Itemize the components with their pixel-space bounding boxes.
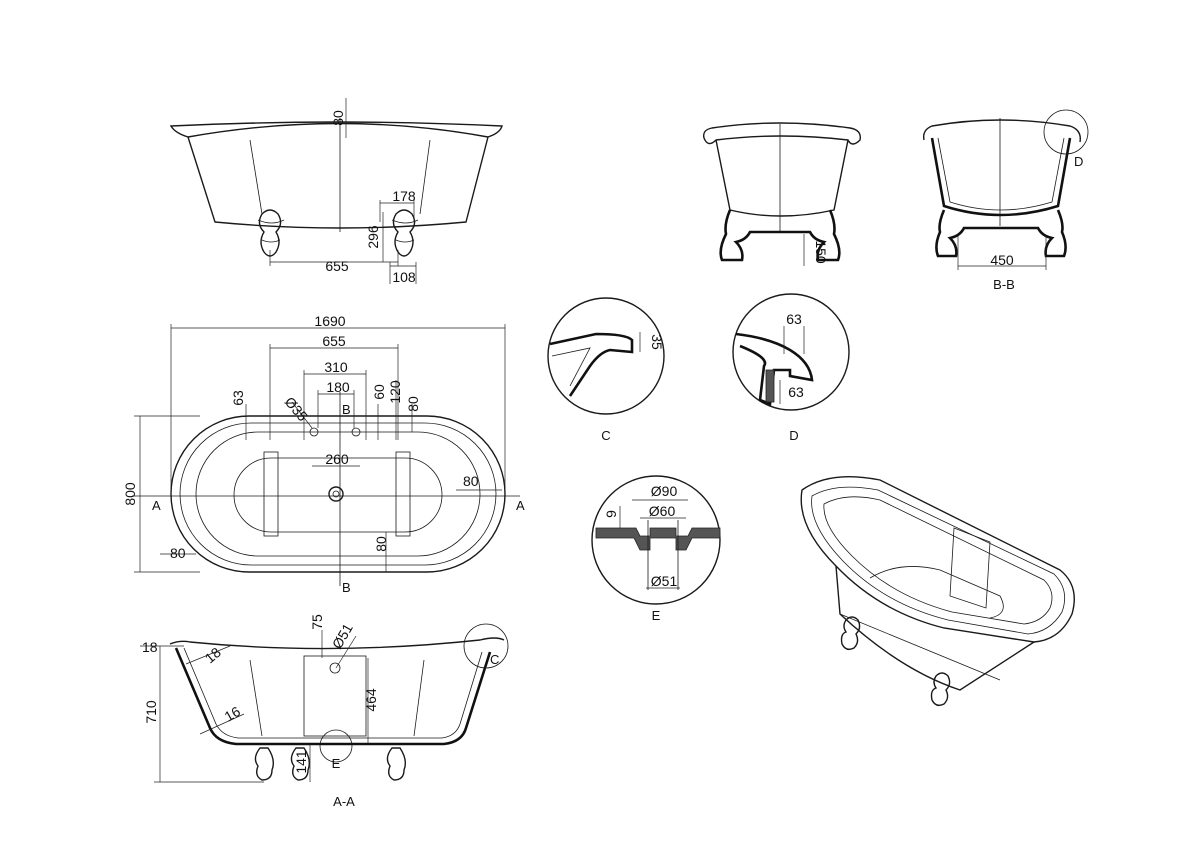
dim-detail-c-35: 35 [649,334,665,350]
dim-bb-feet-width: 450 [990,252,1014,268]
dim-rim-height: 80 [330,110,346,126]
dim-foot-height: 296 [365,225,381,249]
plan-section-mark-b-top: B [342,402,351,417]
side-elevation-view: 80 178 296 655 108 [169,98,503,285]
dim-foot-width: 178 [392,188,416,204]
dim-plan-rim-80-right: 80 [463,473,479,489]
dim-plan-rim-80-left: 80 [170,545,186,561]
detail-d-label: D [789,428,798,443]
detail-c-marker: C [490,652,499,667]
detail-e-label: E [652,608,661,623]
dim-plan-inner-260: 260 [325,451,349,467]
section-aa-view: C E 18 18 16 710 75 Ø51 464 141 A-A [140,614,509,809]
dim-detail-e-d51: Ø51 [651,573,678,589]
dim-plan-panel-width: 655 [322,333,346,349]
section-bb-label: B-B [993,277,1015,292]
dim-plan-tap-span: 310 [324,359,348,375]
dim-aa-foot-141: 141 [293,750,309,774]
dim-plan-offset-60: 60 [371,384,387,400]
detail-d-view: 63 63 D [732,293,850,443]
section-aa-label: A-A [333,794,355,809]
dim-aa-overflow-d51: Ø51 [329,620,356,651]
right-claw-foot [391,209,419,257]
dim-detail-d-bottom-63: 63 [788,384,804,400]
dim-detail-d-top-63: 63 [786,311,802,327]
plan-view: 1690 655 310 180 Ø35 B 60 120 80 63 260 … [122,313,525,595]
dim-plan-rim-63: 63 [230,390,246,406]
perspective-foot-left [840,616,861,651]
detail-e-view: Ø90 Ø60 9 Ø51 E [591,475,721,623]
dim-aa-overflow-464: 464 [363,688,379,712]
dim-aa-height-710: 710 [143,700,159,724]
section-bb-view: D 450 B-B [922,109,1089,292]
dim-aa-wall-18: 18 [202,644,224,666]
dim-aa-wall-16: 16 [222,703,244,725]
end-elevation-view: 150 [702,122,861,266]
dim-plan-width: 800 [122,482,138,506]
dim-plan-tap-holes: 180 [326,379,350,395]
plan-section-mark-a-left: A [152,498,161,513]
dim-aa-rim-18: 18 [142,639,158,655]
dim-detail-e-d90: Ø90 [651,483,678,499]
detail-e-marker: E [332,756,341,771]
dim-plan-hole-diameter: Ø35 [282,394,311,425]
dim-plan-rim-80-bottom: 80 [373,536,389,552]
dim-plan-offset-120: 120 [387,380,403,404]
dim-plan-rim-80-top: 80 [405,396,421,412]
dim-end-foot-height: 150 [813,240,829,264]
detail-c-view: 35 C [547,297,665,443]
dim-plan-length: 1690 [314,313,345,329]
plan-section-mark-a-right: A [516,498,525,513]
plan-section-mark-b-bottom: B [342,580,351,595]
dim-detail-e-d60: Ø60 [649,503,676,519]
perspective-view [800,476,1075,707]
detail-d-marker: D [1074,154,1083,169]
left-claw-foot [257,209,285,257]
dim-detail-e-depth-9: 9 [603,510,619,518]
detail-c-label: C [601,428,610,443]
dim-foot-depth: 108 [392,269,416,285]
perspective-foot-right [930,672,951,707]
dim-aa-offset-75: 75 [309,614,325,630]
dim-feet-spacing: 655 [325,258,349,274]
